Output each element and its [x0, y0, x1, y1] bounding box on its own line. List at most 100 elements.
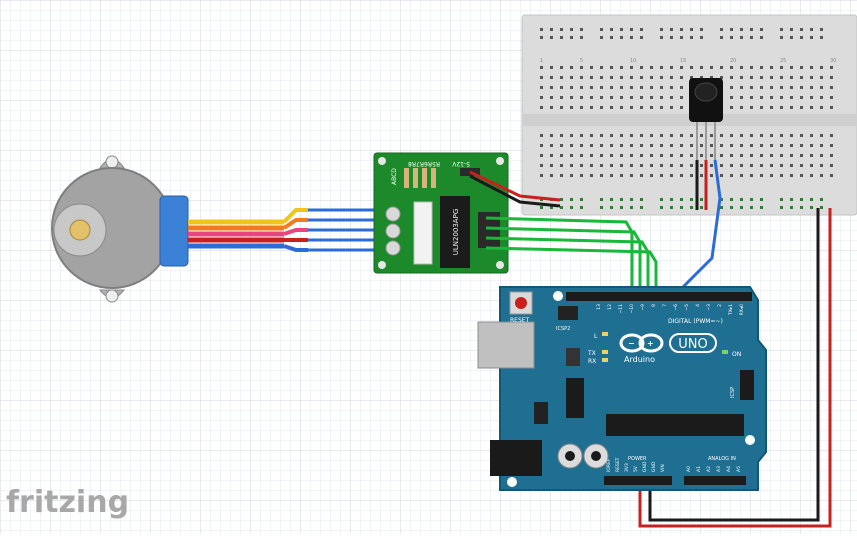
breadboard-hole[interactable]: [690, 134, 693, 137]
breadboard-hole[interactable]: [780, 134, 783, 137]
breadboard-hole[interactable]: [780, 144, 783, 147]
breadboard-hole[interactable]: [750, 198, 753, 201]
breadboard-hole[interactable]: [700, 164, 703, 167]
breadboard-hole[interactable]: [560, 206, 563, 209]
breadboard-hole[interactable]: [580, 174, 583, 177]
breadboard-hole[interactable]: [740, 206, 743, 209]
breadboard-hole[interactable]: [720, 206, 723, 209]
breadboard-hole[interactable]: [730, 198, 733, 201]
breadboard-hole[interactable]: [800, 66, 803, 69]
breadboard-hole[interactable]: [670, 76, 673, 79]
breadboard-hole[interactable]: [750, 36, 753, 39]
breadboard-hole[interactable]: [630, 86, 633, 89]
breadboard-hole[interactable]: [800, 174, 803, 177]
breadboard-hole[interactable]: [690, 174, 693, 177]
breadboard-hole[interactable]: [630, 174, 633, 177]
breadboard-hole[interactable]: [550, 86, 553, 89]
breadboard-hole[interactable]: [600, 144, 603, 147]
breadboard-hole[interactable]: [550, 154, 553, 157]
breadboard-hole[interactable]: [810, 164, 813, 167]
breadboard-hole[interactable]: [820, 154, 823, 157]
breadboard-hole[interactable]: [670, 96, 673, 99]
breadboard-hole[interactable]: [590, 164, 593, 167]
breadboard-hole[interactable]: [660, 174, 663, 177]
breadboard-hole[interactable]: [830, 86, 833, 89]
breadboard-hole[interactable]: [810, 36, 813, 39]
breadboard-hole[interactable]: [820, 66, 823, 69]
breadboard-hole[interactable]: [660, 96, 663, 99]
breadboard-hole[interactable]: [620, 66, 623, 69]
breadboard-hole[interactable]: [690, 76, 693, 79]
breadboard-hole[interactable]: [570, 198, 573, 201]
breadboard-hole[interactable]: [730, 164, 733, 167]
breadboard-hole[interactable]: [680, 134, 683, 137]
breadboard-hole[interactable]: [610, 36, 613, 39]
breadboard-hole[interactable]: [590, 76, 593, 79]
breadboard-hole[interactable]: [540, 86, 543, 89]
breadboard-hole[interactable]: [800, 134, 803, 137]
breadboard-hole[interactable]: [650, 154, 653, 157]
breadboard-hole[interactable]: [580, 76, 583, 79]
breadboard-hole[interactable]: [730, 76, 733, 79]
breadboard-hole[interactable]: [550, 144, 553, 147]
breadboard-hole[interactable]: [570, 28, 573, 31]
breadboard-hole[interactable]: [590, 134, 593, 137]
breadboard-hole[interactable]: [790, 76, 793, 79]
breadboard-hole[interactable]: [680, 66, 683, 69]
breadboard-hole[interactable]: [560, 96, 563, 99]
breadboard-hole[interactable]: [670, 86, 673, 89]
breadboard-hole[interactable]: [720, 134, 723, 137]
breadboard-hole[interactable]: [560, 76, 563, 79]
breadboard-hole[interactable]: [780, 28, 783, 31]
breadboard-hole[interactable]: [670, 154, 673, 157]
breadboard-hole[interactable]: [690, 28, 693, 31]
breadboard-hole[interactable]: [720, 174, 723, 177]
breadboard-hole[interactable]: [540, 174, 543, 177]
breadboard-hole[interactable]: [810, 134, 813, 137]
breadboard-hole[interactable]: [740, 86, 743, 89]
breadboard-hole[interactable]: [710, 66, 713, 69]
breadboard-hole[interactable]: [730, 36, 733, 39]
breadboard-hole[interactable]: [750, 28, 753, 31]
breadboard-hole[interactable]: [660, 144, 663, 147]
breadboard-hole[interactable]: [770, 174, 773, 177]
breadboard-hole[interactable]: [750, 144, 753, 147]
breadboard-hole[interactable]: [800, 164, 803, 167]
breadboard-hole[interactable]: [620, 174, 623, 177]
breadboard-hole[interactable]: [760, 198, 763, 201]
breadboard-hole[interactable]: [790, 36, 793, 39]
breadboard-hole[interactable]: [630, 154, 633, 157]
breadboard-hole[interactable]: [790, 134, 793, 137]
breadboard-hole[interactable]: [690, 66, 693, 69]
breadboard-hole[interactable]: [540, 28, 543, 31]
breadboard-hole[interactable]: [640, 206, 643, 209]
breadboard-hole[interactable]: [770, 86, 773, 89]
breadboard-hole[interactable]: [620, 154, 623, 157]
breadboard-hole[interactable]: [660, 76, 663, 79]
breadboard-hole[interactable]: [610, 96, 613, 99]
breadboard-hole[interactable]: [640, 174, 643, 177]
breadboard-hole[interactable]: [680, 144, 683, 147]
breadboard-hole[interactable]: [800, 86, 803, 89]
breadboard-hole[interactable]: [600, 96, 603, 99]
breadboard-hole[interactable]: [790, 164, 793, 167]
breadboard-hole[interactable]: [560, 86, 563, 89]
breadboard-hole[interactable]: [700, 36, 703, 39]
breadboard-hole[interactable]: [750, 154, 753, 157]
breadboard-hole[interactable]: [660, 66, 663, 69]
breadboard-hole[interactable]: [790, 66, 793, 69]
breadboard-hole[interactable]: [620, 76, 623, 79]
breadboard-hole[interactable]: [670, 36, 673, 39]
breadboard-hole[interactable]: [690, 198, 693, 201]
breadboard-hole[interactable]: [670, 174, 673, 177]
breadboard-hole[interactable]: [700, 154, 703, 157]
breadboard-hole[interactable]: [750, 174, 753, 177]
breadboard-hole[interactable]: [640, 96, 643, 99]
breadboard-hole[interactable]: [560, 28, 563, 31]
breadboard-hole[interactable]: [600, 36, 603, 39]
breadboard-hole[interactable]: [590, 174, 593, 177]
breadboard-hole[interactable]: [800, 28, 803, 31]
breadboard-hole[interactable]: [580, 198, 583, 201]
breadboard-hole[interactable]: [810, 86, 813, 89]
breadboard-hole[interactable]: [540, 144, 543, 147]
